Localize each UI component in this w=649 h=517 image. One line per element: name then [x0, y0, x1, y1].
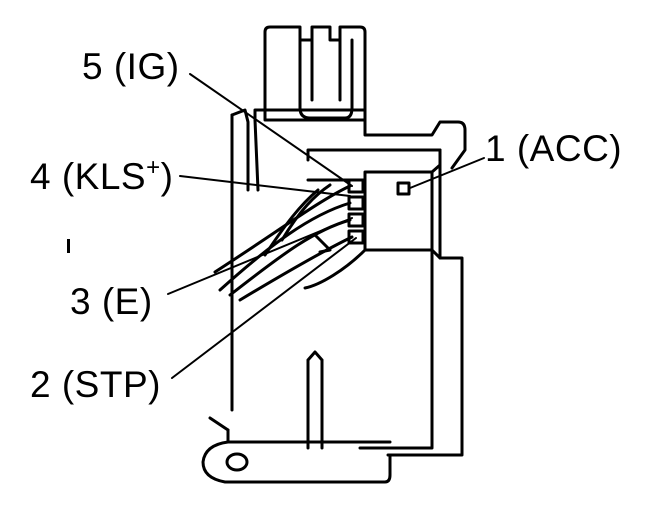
stray-mark	[67, 239, 70, 253]
wire-arrow	[314, 234, 332, 254]
leader-pin-2	[171, 237, 357, 379]
wire	[238, 235, 354, 302]
callout-pin-5-text: 5 (IG)	[82, 46, 180, 87]
callout-pin-1: 1 (ACC)	[485, 130, 622, 167]
housing-left	[230, 108, 250, 192]
upper-housing	[253, 108, 467, 170]
callout-pin-1-text: 1 (ACC)	[485, 128, 623, 169]
callout-pin-4-text: 4 (KLS	[30, 156, 147, 197]
callout-pin-4-closing: )	[160, 156, 174, 197]
wire	[263, 188, 320, 257]
top-tab	[263, 25, 367, 122]
leader-pin-3	[167, 217, 353, 295]
blade-terminal	[306, 350, 324, 450]
callout-pin-3: 3 (E)	[70, 283, 153, 320]
callout-pin-2-text: 2 (STP)	[30, 364, 161, 405]
pin-1-cavity	[396, 181, 411, 196]
mounting-flange	[201, 428, 392, 484]
leader-pin-1	[409, 157, 485, 189]
leader-pin-4	[179, 175, 351, 197]
leader-pin-5	[189, 73, 353, 187]
callout-pin-2: 2 (STP)	[30, 366, 161, 403]
callout-pin-5: 5 (IG)	[82, 48, 180, 85]
connector-face	[306, 148, 442, 252]
wire	[303, 248, 367, 290]
housing-right	[386, 148, 464, 457]
callout-pin-4: 4 (KLS+)	[30, 156, 174, 197]
wire	[280, 183, 332, 242]
callout-pin-4-superscript: +	[146, 154, 161, 181]
mounting-hole	[225, 452, 249, 472]
callout-pin-3-text: 3 (E)	[70, 281, 153, 322]
wire	[218, 201, 352, 292]
